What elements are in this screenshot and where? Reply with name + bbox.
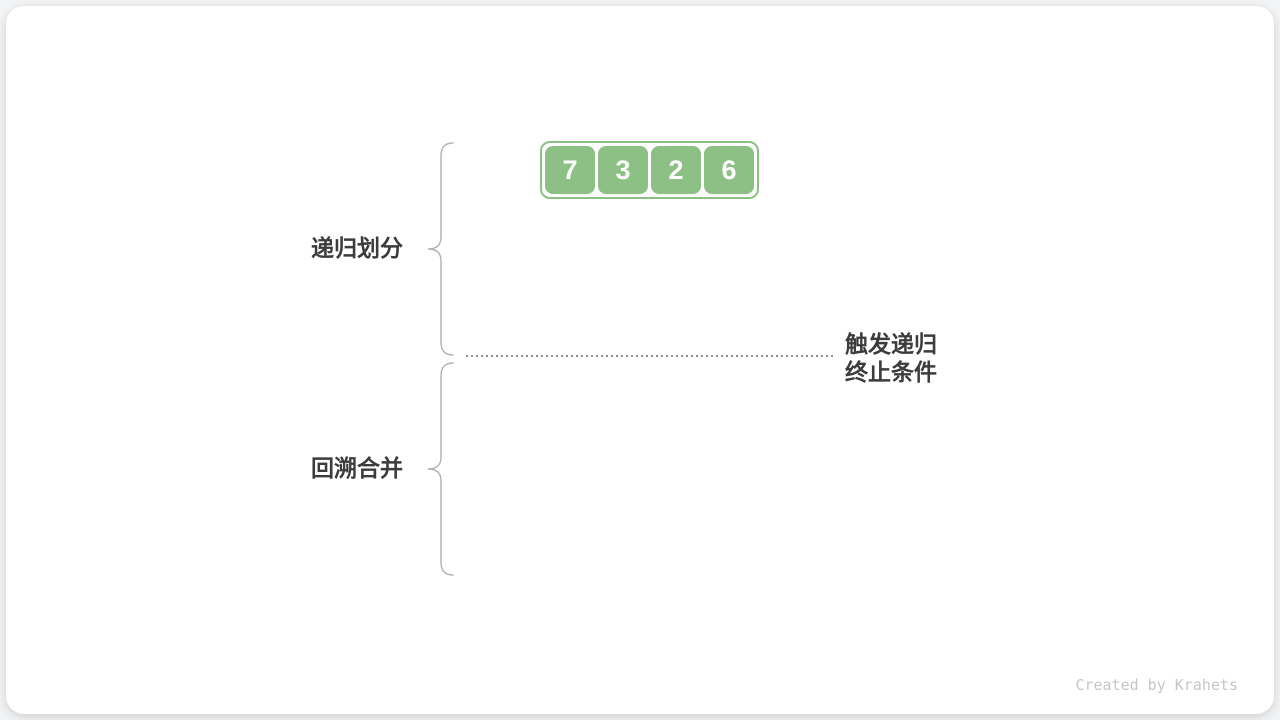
array-cell: 2 [651, 146, 701, 194]
termination-dotted-line [466, 355, 836, 357]
canvas-card [6, 6, 1274, 714]
watermark: Created by Krahets [1075, 676, 1238, 694]
divide-phase-label: 递归划分 [311, 235, 403, 261]
termination-annotation-line1: 触发递归 [845, 331, 937, 357]
termination-annotation: 触发递归 终止条件 [845, 330, 937, 386]
array-container: 7 3 2 6 [540, 141, 759, 199]
array-cell: 6 [704, 146, 754, 194]
merge-phase-label: 回溯合并 [311, 455, 403, 481]
array-cell: 7 [545, 146, 595, 194]
termination-annotation-line2: 终止条件 [845, 359, 937, 385]
array-cell: 3 [598, 146, 648, 194]
